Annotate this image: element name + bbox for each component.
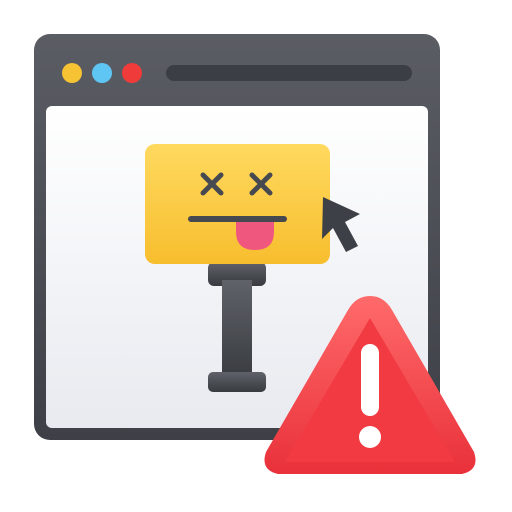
right-x-eye-icon	[249, 172, 273, 196]
traffic-light-dots	[62, 63, 142, 83]
post-pole	[222, 280, 252, 380]
exclamation-dot-icon	[359, 426, 381, 448]
mouse-cursor-icon	[322, 197, 360, 252]
sign-post	[208, 262, 266, 392]
left-x-eye-icon	[200, 172, 224, 196]
address-bar	[166, 65, 412, 81]
blue-dot-icon	[92, 63, 112, 83]
yellow-dot-icon	[62, 63, 82, 83]
red-dot-icon	[122, 63, 142, 83]
dead-face-sign-icon	[145, 144, 330, 264]
sign-board	[145, 144, 330, 264]
tongue-icon	[236, 218, 274, 250]
post-base	[208, 372, 266, 392]
warning-triangle-icon	[264, 296, 476, 474]
exclamation-bar-icon	[361, 344, 379, 416]
